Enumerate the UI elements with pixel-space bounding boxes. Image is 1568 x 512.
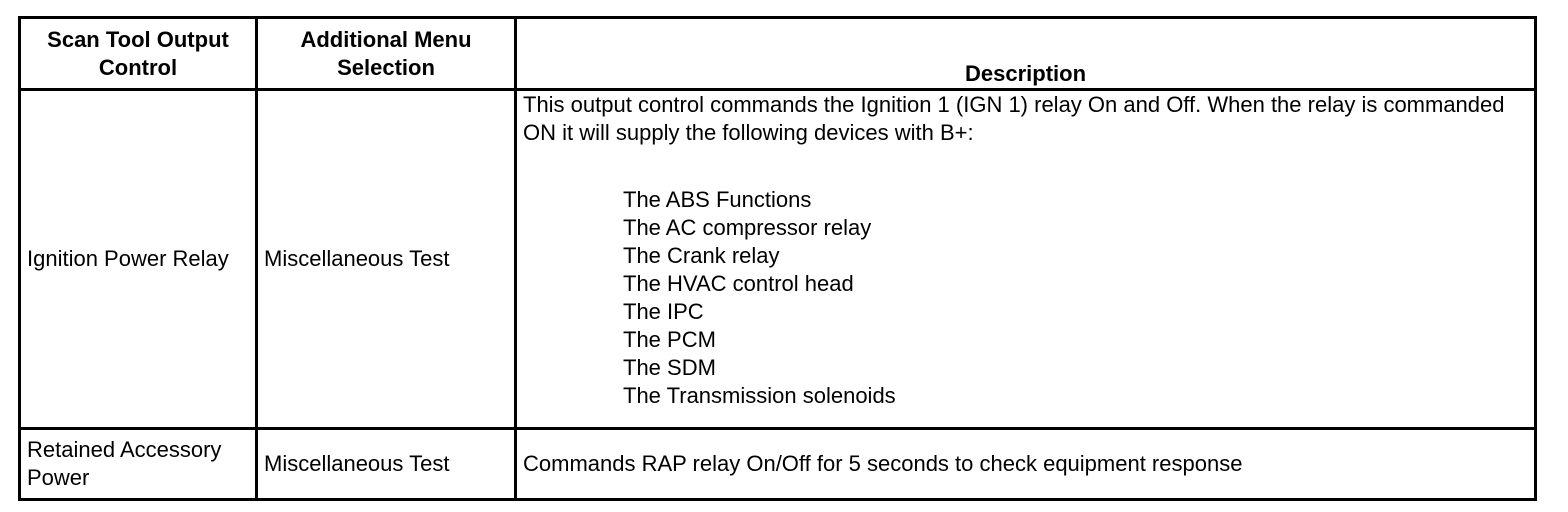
cell-menu-selection: Miscellaneous Test: [255, 427, 517, 501]
output-control-table: Scan Tool Output Control Additional Menu…: [18, 16, 1537, 501]
cell-menu-selection: Miscellaneous Test: [255, 88, 517, 430]
list-item: The PCM: [623, 327, 716, 352]
header-description: Description: [514, 16, 1537, 91]
list-item: The AC compressor relay: [623, 215, 872, 240]
list-item: The HVAC control head: [623, 271, 854, 296]
description-text: This output control commands the Ignitio…: [523, 92, 1505, 145]
list-item: The Transmission solenoids: [623, 383, 896, 408]
header-line: Control: [98, 54, 178, 80]
header-line: Additional Menu: [300, 26, 472, 52]
device-list: The ABS Functions The AC compressor rela…: [523, 186, 1528, 410]
list-item: The Crank relay: [623, 243, 780, 268]
header-row: Scan Tool Output Control Additional Menu…: [18, 16, 1537, 91]
cell-output-control: Retained Accessory Power: [18, 427, 258, 501]
header-line: Scan Tool Output: [47, 26, 229, 52]
header-scan-tool-output-control: Scan Tool Output Control: [18, 16, 258, 91]
list-item: The IPC: [623, 299, 704, 324]
table-row: Retained Accessory Power Miscellaneous T…: [18, 427, 1537, 501]
list-item: The SDM: [623, 355, 716, 380]
cell-description: This output control commands the Ignitio…: [514, 88, 1537, 430]
list-item: The ABS Functions: [623, 187, 812, 212]
header-additional-menu-selection: Additional Menu Selection: [255, 16, 517, 91]
table-row: Ignition Power Relay Miscellaneous Test …: [18, 88, 1537, 430]
header-line: Selection: [337, 54, 435, 80]
header-line: Description: [964, 61, 1087, 86]
cell-description: Commands RAP relay On/Off for 5 seconds …: [514, 427, 1537, 501]
cell-output-control: Ignition Power Relay: [18, 88, 258, 430]
